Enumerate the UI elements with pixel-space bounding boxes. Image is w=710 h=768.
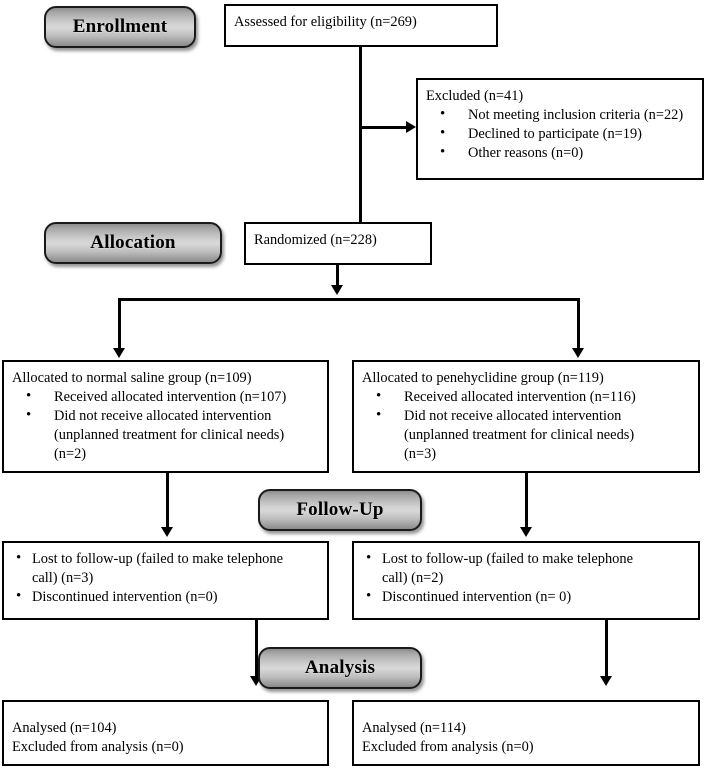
stage-label-enrollment: Enrollment — [44, 6, 196, 48]
connector-followup-right-to-analysis-arrowhead — [600, 676, 612, 686]
box-analysis-normal-saline: Analysed (n=104) Excluded from analysis … — [2, 700, 329, 766]
box-allocated-normal-saline: Allocated to normal saline group (n=109)… — [2, 360, 329, 473]
assessed-text: Assessed for eligibility (n=269) — [234, 14, 417, 30]
connector-alloc-left-to-followup-arrowhead — [161, 527, 173, 537]
connector-assessed-trunk — [359, 46, 362, 132]
list-item: Lost to follow-up (failed to make teleph… — [12, 549, 319, 588]
connector-randomized-arrowhead — [331, 285, 343, 295]
followup-left-item1-line2: call) (n=3) — [32, 570, 94, 587]
box-assessed-for-eligibility: Assessed for eligibility (n=269) — [224, 4, 498, 47]
connector-split-bar — [118, 298, 580, 301]
stage-label-analysis: Analysis — [258, 647, 422, 689]
analysis-left-line1: Analysed (n=104) — [12, 720, 117, 736]
alloc-left-item1-line1: Received allocated intervention (n=107) — [54, 389, 287, 406]
stage-label-enrollment-text: Enrollment — [72, 16, 168, 37]
connector-alloc-right-to-followup-line — [525, 473, 528, 533]
alloc-left-item2-line3: (n=2) — [54, 446, 87, 463]
list-item: Lost to follow-up (failed to make teleph… — [362, 549, 690, 588]
excluded-reason-3: Other reasons (n=0) — [468, 145, 584, 162]
stage-label-analysis-text: Analysis — [304, 657, 376, 678]
followup-right-item2-line1: Discontinued intervention (n= 0) — [382, 589, 572, 606]
analysis-right-line2: Excluded from analysis (n=0) — [362, 739, 534, 756]
box-excluded: Excluded (n=41) Not meeting inclusion cr… — [416, 78, 704, 180]
alloc-left-heading: Allocated to normal saline group (n=109) — [12, 370, 252, 386]
list-item: Other reasons (n=0) — [426, 143, 694, 163]
connector-to-excluded-arrowhead — [406, 121, 416, 133]
connector-randomized-stem — [336, 264, 339, 290]
excluded-reason-1: Not meeting inclusion criteria (n=22) — [468, 107, 684, 124]
followup-right-item1-line1: Lost to follow-up (failed to make teleph… — [382, 551, 633, 567]
stage-label-followup: Follow-Up — [258, 489, 422, 531]
analysis-right-line1: Analysed (n=114) — [362, 720, 466, 736]
alloc-right-item2-line1: Did not receive allocated intervention — [404, 408, 622, 425]
stage-label-followup-text: Follow-Up — [296, 499, 384, 520]
connector-split-right-arrowhead — [572, 348, 584, 358]
connector-to-excluded-line — [359, 126, 408, 129]
box-randomized: Randomized (n=228) — [244, 222, 432, 265]
followup-left-list: Lost to follow-up (failed to make teleph… — [12, 549, 319, 607]
list-item: Discontinued intervention (n= 0) — [362, 587, 690, 607]
excluded-reason-list: Not meeting inclusion criteria (n=22) De… — [426, 105, 694, 163]
stage-label-allocation-text: Allocation — [90, 232, 176, 253]
connector-split-right-drop — [577, 298, 580, 352]
randomized-text: Randomized (n=228) — [254, 232, 377, 248]
alloc-right-heading: Allocated to penehyclidine group (n=119) — [362, 370, 604, 386]
alloc-left-list: Received allocated intervention (n=107) … — [12, 387, 319, 464]
box-followup-normal-saline: Lost to follow-up (failed to make teleph… — [2, 541, 329, 620]
analysis-left-line2: Excluded from analysis (n=0) — [12, 739, 184, 756]
excluded-heading: Excluded (n=41) — [426, 88, 524, 104]
connector-alloc-left-to-followup-line — [166, 473, 169, 533]
followup-left-item1-line1: Lost to follow-up (failed to make teleph… — [32, 551, 283, 567]
alloc-left-item2-line1: Did not receive allocated intervention — [54, 408, 272, 425]
list-item: Discontinued intervention (n=0) — [12, 587, 319, 607]
followup-left-item2-line1: Discontinued intervention (n=0) — [32, 589, 218, 606]
excluded-reason-2: Declined to participate (n=19) — [468, 126, 642, 143]
connector-split-left-arrowhead — [113, 348, 125, 358]
list-item: Did not receive allocated intervention (… — [12, 406, 319, 464]
box-allocated-penehyclidine: Allocated to penehyclidine group (n=119)… — [352, 360, 700, 473]
connector-to-randomized-line — [359, 126, 362, 222]
alloc-left-item2-line2: (unplanned treatment for clinical needs) — [54, 427, 285, 444]
list-item: Did not receive allocated intervention (… — [362, 406, 690, 464]
followup-right-item1-line2: call) (n=2) — [382, 570, 444, 587]
list-item: Received allocated intervention (n=116) — [362, 387, 690, 407]
box-analysis-penehyclidine: Analysed (n=114) Excluded from analysis … — [352, 700, 700, 766]
connector-alloc-right-to-followup-arrowhead — [520, 527, 532, 537]
alloc-right-list: Received allocated intervention (n=116) … — [362, 387, 690, 464]
connector-split-left-drop — [118, 298, 121, 352]
list-item: Declined to participate (n=19) — [426, 124, 694, 144]
alloc-right-item2-line3: (n=3) — [404, 446, 437, 463]
list-item: Not meeting inclusion criteria (n=22) — [426, 105, 694, 125]
connector-followup-right-to-analysis-line — [605, 620, 608, 682]
alloc-right-item1-line1: Received allocated intervention (n=116) — [404, 389, 636, 406]
stage-label-allocation: Allocation — [44, 222, 222, 264]
alloc-right-item2-line2: (unplanned treatment for clinical needs) — [404, 427, 635, 444]
list-item: Received allocated intervention (n=107) — [12, 387, 319, 407]
followup-right-list: Lost to follow-up (failed to make teleph… — [362, 549, 690, 607]
box-followup-penehyclidine: Lost to follow-up (failed to make teleph… — [352, 541, 700, 620]
connector-followup-left-to-analysis-arrowhead — [250, 676, 262, 686]
connector-followup-left-to-analysis-line — [255, 620, 258, 682]
